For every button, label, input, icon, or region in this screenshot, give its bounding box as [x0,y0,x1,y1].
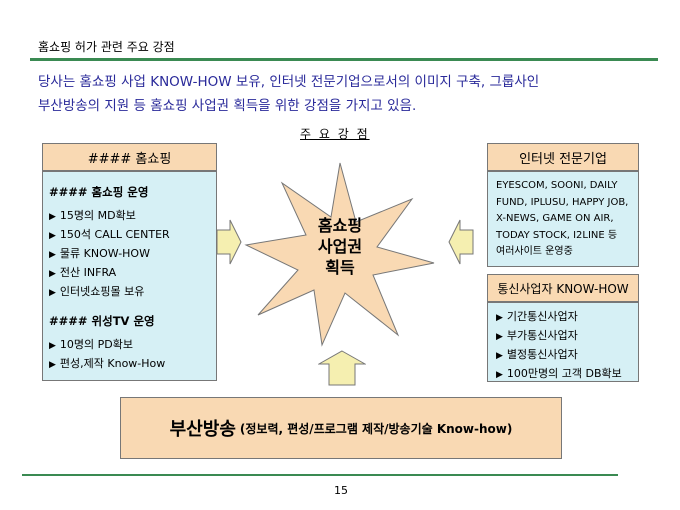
bottom-box-busan-broadcasting: 부산방송 (정보력, 편성/프로그램 제작/방송기술 Know-how) [120,397,562,459]
center-line-3: 획득 [325,258,355,277]
triangle-bullet-icon: ▶ [49,212,56,222]
up-arrow-icon [318,350,366,386]
list-item: ▶100만명의 고객 DB확보 [496,367,622,380]
triangle-bullet-icon: ▶ [496,313,503,323]
triangle-bullet-icon: ▶ [49,360,56,370]
triangle-bullet-icon: ▶ [49,341,56,351]
right-arrow-icon [216,219,242,265]
text-line: X-NEWS, GAME ON AIR, [496,213,614,224]
triangle-bullet-icon: ▶ [49,250,56,260]
bottom-divider [22,474,618,476]
triangle-bullet-icon: ▶ [49,231,56,241]
intro-line-2: 부산방송의 지원 등 홈쇼핑 사업권 획득을 위한 강점을 가지고 있음. [38,98,417,114]
slide-title: 홈쇼핑 허가 관련 주요 강점 [38,40,175,54]
list-item: ▶편성,제작 Know-How [49,357,166,370]
center-line-2: 사업권 [317,237,363,256]
strengths-label: 주 요 강 점 [300,127,370,141]
page-number: 15 [334,484,348,497]
list-item: ▶10명의 PD확보 [49,338,133,351]
center-goal-text: 홈쇼핑 사업권 획득 [240,215,440,278]
text-line: 여러사이트 운영중 [496,246,573,257]
list-item: ▶인터넷쇼핑몰 보유 [49,285,145,298]
bottom-box-sub: (정보력, 편성/프로그램 제작/방송기술 Know-how) [239,421,513,436]
triangle-bullet-icon: ▶ [49,288,56,298]
list-item: ▶150석 CALL CENTER [49,228,170,241]
list-item: ▶전산 INFRA [49,266,117,279]
triangle-bullet-icon: ▶ [496,332,503,342]
text-line: FUND, IPLUSU, HAPPY JOB, [496,196,629,208]
list-item: ▶15명의 MD확보 [49,209,136,222]
right-box-internet-body: EYESCOM, SOONI, DAILY FUND, IPLUSU, HAPP… [487,171,639,267]
left-box-body: #### 홈쇼핑 운영 ▶15명의 MD확보 ▶150석 CALL CENTER… [42,171,217,381]
top-divider [30,58,658,61]
right-box-telecom-title: 통신사업자 KNOW-HOW [487,274,639,302]
intro-text: 당사는 홈쇼핑 사업 KNOW-HOW 보유, 인터넷 전문기업으로서의 이미지… [38,70,648,118]
center-line-1: 홈쇼핑 [317,216,363,235]
intro-line-1: 당사는 홈쇼핑 사업 KNOW-HOW 보유, 인터넷 전문기업으로서의 이미지… [38,74,540,90]
left-arrow-icon [448,219,474,265]
star-shape-icon [244,162,435,347]
text-line: TODAY STOCK, I2LINE 등 [496,229,618,241]
list-item: ▶부가통신사업자 [496,329,578,342]
list-item: ▶물류 KNOW-HOW [49,247,150,260]
right-box-internet-title: 인터넷 전문기업 [487,143,639,171]
triangle-bullet-icon: ▶ [49,269,56,279]
group-title-satellite: #### 위성TV 운영 [49,314,155,328]
list-item: ▶별정통신사업자 [496,348,578,361]
triangle-bullet-icon: ▶ [496,370,503,380]
left-box-title: #### 홈쇼핑 [42,143,217,171]
group-title-homeshopping: #### 홈쇼핑 운영 [49,185,149,199]
triangle-bullet-icon: ▶ [496,351,503,361]
text-line: EYESCOM, SOONI, DAILY [496,180,618,191]
bottom-box-main: 부산방송 [169,419,236,440]
list-item: ▶기간통신사업자 [496,310,578,323]
right-box-telecom-body: ▶기간통신사업자 ▶부가통신사업자 ▶별정통신사업자 ▶100만명의 고객 DB… [487,302,639,382]
